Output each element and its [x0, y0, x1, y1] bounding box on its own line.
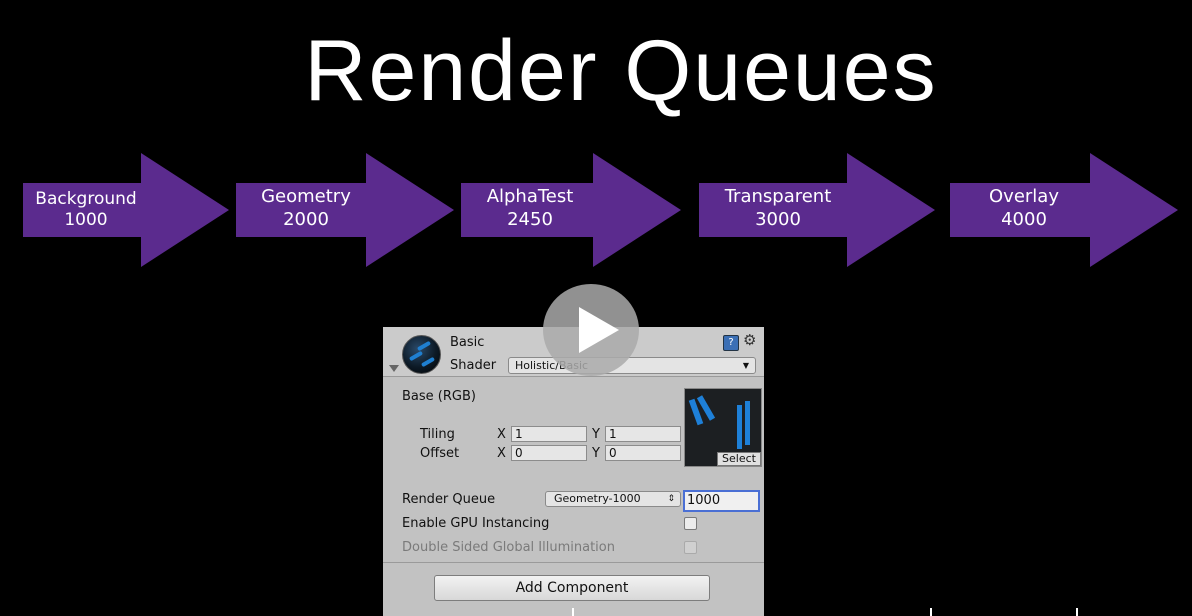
base-texture-slot[interactable]: Select	[684, 388, 762, 467]
gpu-instancing-checkbox[interactable]	[684, 517, 697, 530]
arrow-label: AlphaTest	[486, 186, 574, 207]
arrow-label: Background	[35, 189, 137, 209]
arrow-shape	[461, 153, 681, 267]
tiling-x-field[interactable]: 1	[511, 426, 587, 442]
base-rgb-label: Base (RGB)	[402, 389, 476, 404]
arrow-label: Transparent	[724, 186, 832, 207]
arrow-shape	[236, 153, 454, 267]
arrow-value: 4000	[1001, 208, 1047, 230]
tiling-x-label: X	[497, 427, 506, 442]
arrow-value: 2000	[283, 208, 329, 230]
add-component-button[interactable]: Add Component	[434, 575, 710, 601]
double-sided-gi-label: Double Sided Global Illumination	[402, 540, 615, 555]
play-button[interactable]	[543, 284, 639, 376]
material-inspector: Basic Shader Holistic/Basic ▼ ? ⚙ Base (…	[383, 327, 764, 616]
queue-arrow-alphatest: AlphaTest 2450	[461, 153, 681, 267]
queue-arrow-transparent: Transparent 3000	[699, 153, 935, 267]
gpu-instancing-label: Enable GPU Instancing	[402, 516, 550, 531]
queue-arrow-overlay: Overlay 4000	[950, 153, 1178, 267]
arrow-value: 1000	[64, 210, 108, 231]
arrow-label: Overlay	[989, 186, 1059, 207]
material-name: Basic	[450, 335, 485, 350]
render-queue-dropdown-value: Geometry-1000	[554, 492, 641, 505]
dropdown-arrows-icon: ⇕	[667, 494, 675, 504]
timeline-tick	[572, 608, 574, 616]
offset-y-label: Y	[592, 446, 600, 461]
shader-dropdown[interactable]: Holistic/Basic ▼	[508, 357, 756, 374]
queue-arrow-background: Background 1000	[23, 153, 229, 267]
render-queue-value-field[interactable]: 1000	[683, 490, 760, 512]
gear-icon[interactable]: ⚙	[743, 331, 757, 349]
foldout-triangle-icon[interactable]	[389, 365, 399, 372]
texture-select-button[interactable]: Select	[717, 452, 761, 466]
timeline-tick	[1076, 608, 1078, 616]
arrow-shape	[950, 153, 1178, 267]
offset-label: Offset	[420, 446, 460, 461]
tiling-label: Tiling	[420, 427, 455, 442]
arrow-shape	[699, 153, 935, 267]
arrow-shape	[23, 153, 229, 267]
tiling-y-field[interactable]: 1	[605, 426, 681, 442]
render-queue-dropdown[interactable]: Geometry-1000 ⇕	[545, 491, 681, 507]
slide-title: Render Queues	[304, 23, 938, 119]
help-book-icon[interactable]: ?	[723, 335, 739, 351]
arrow-value: 2450	[507, 208, 553, 230]
dropdown-arrow-icon: ▼	[742, 361, 749, 370]
play-icon	[579, 307, 619, 353]
render-queue-label: Render Queue	[402, 492, 496, 507]
material-preview-icon	[402, 335, 441, 374]
offset-x-label: X	[497, 446, 506, 461]
offset-y-field[interactable]: 0	[605, 445, 681, 461]
arrow-label: Geometry	[261, 186, 351, 207]
divider	[383, 562, 764, 563]
shader-label: Shader	[450, 358, 497, 373]
timeline-tick	[930, 608, 932, 616]
tiling-y-label: Y	[592, 427, 600, 442]
offset-x-field[interactable]: 0	[511, 445, 587, 461]
arrow-value: 3000	[755, 208, 801, 230]
double-sided-gi-checkbox	[684, 541, 697, 554]
queue-arrow-geometry: Geometry 2000	[236, 153, 454, 267]
